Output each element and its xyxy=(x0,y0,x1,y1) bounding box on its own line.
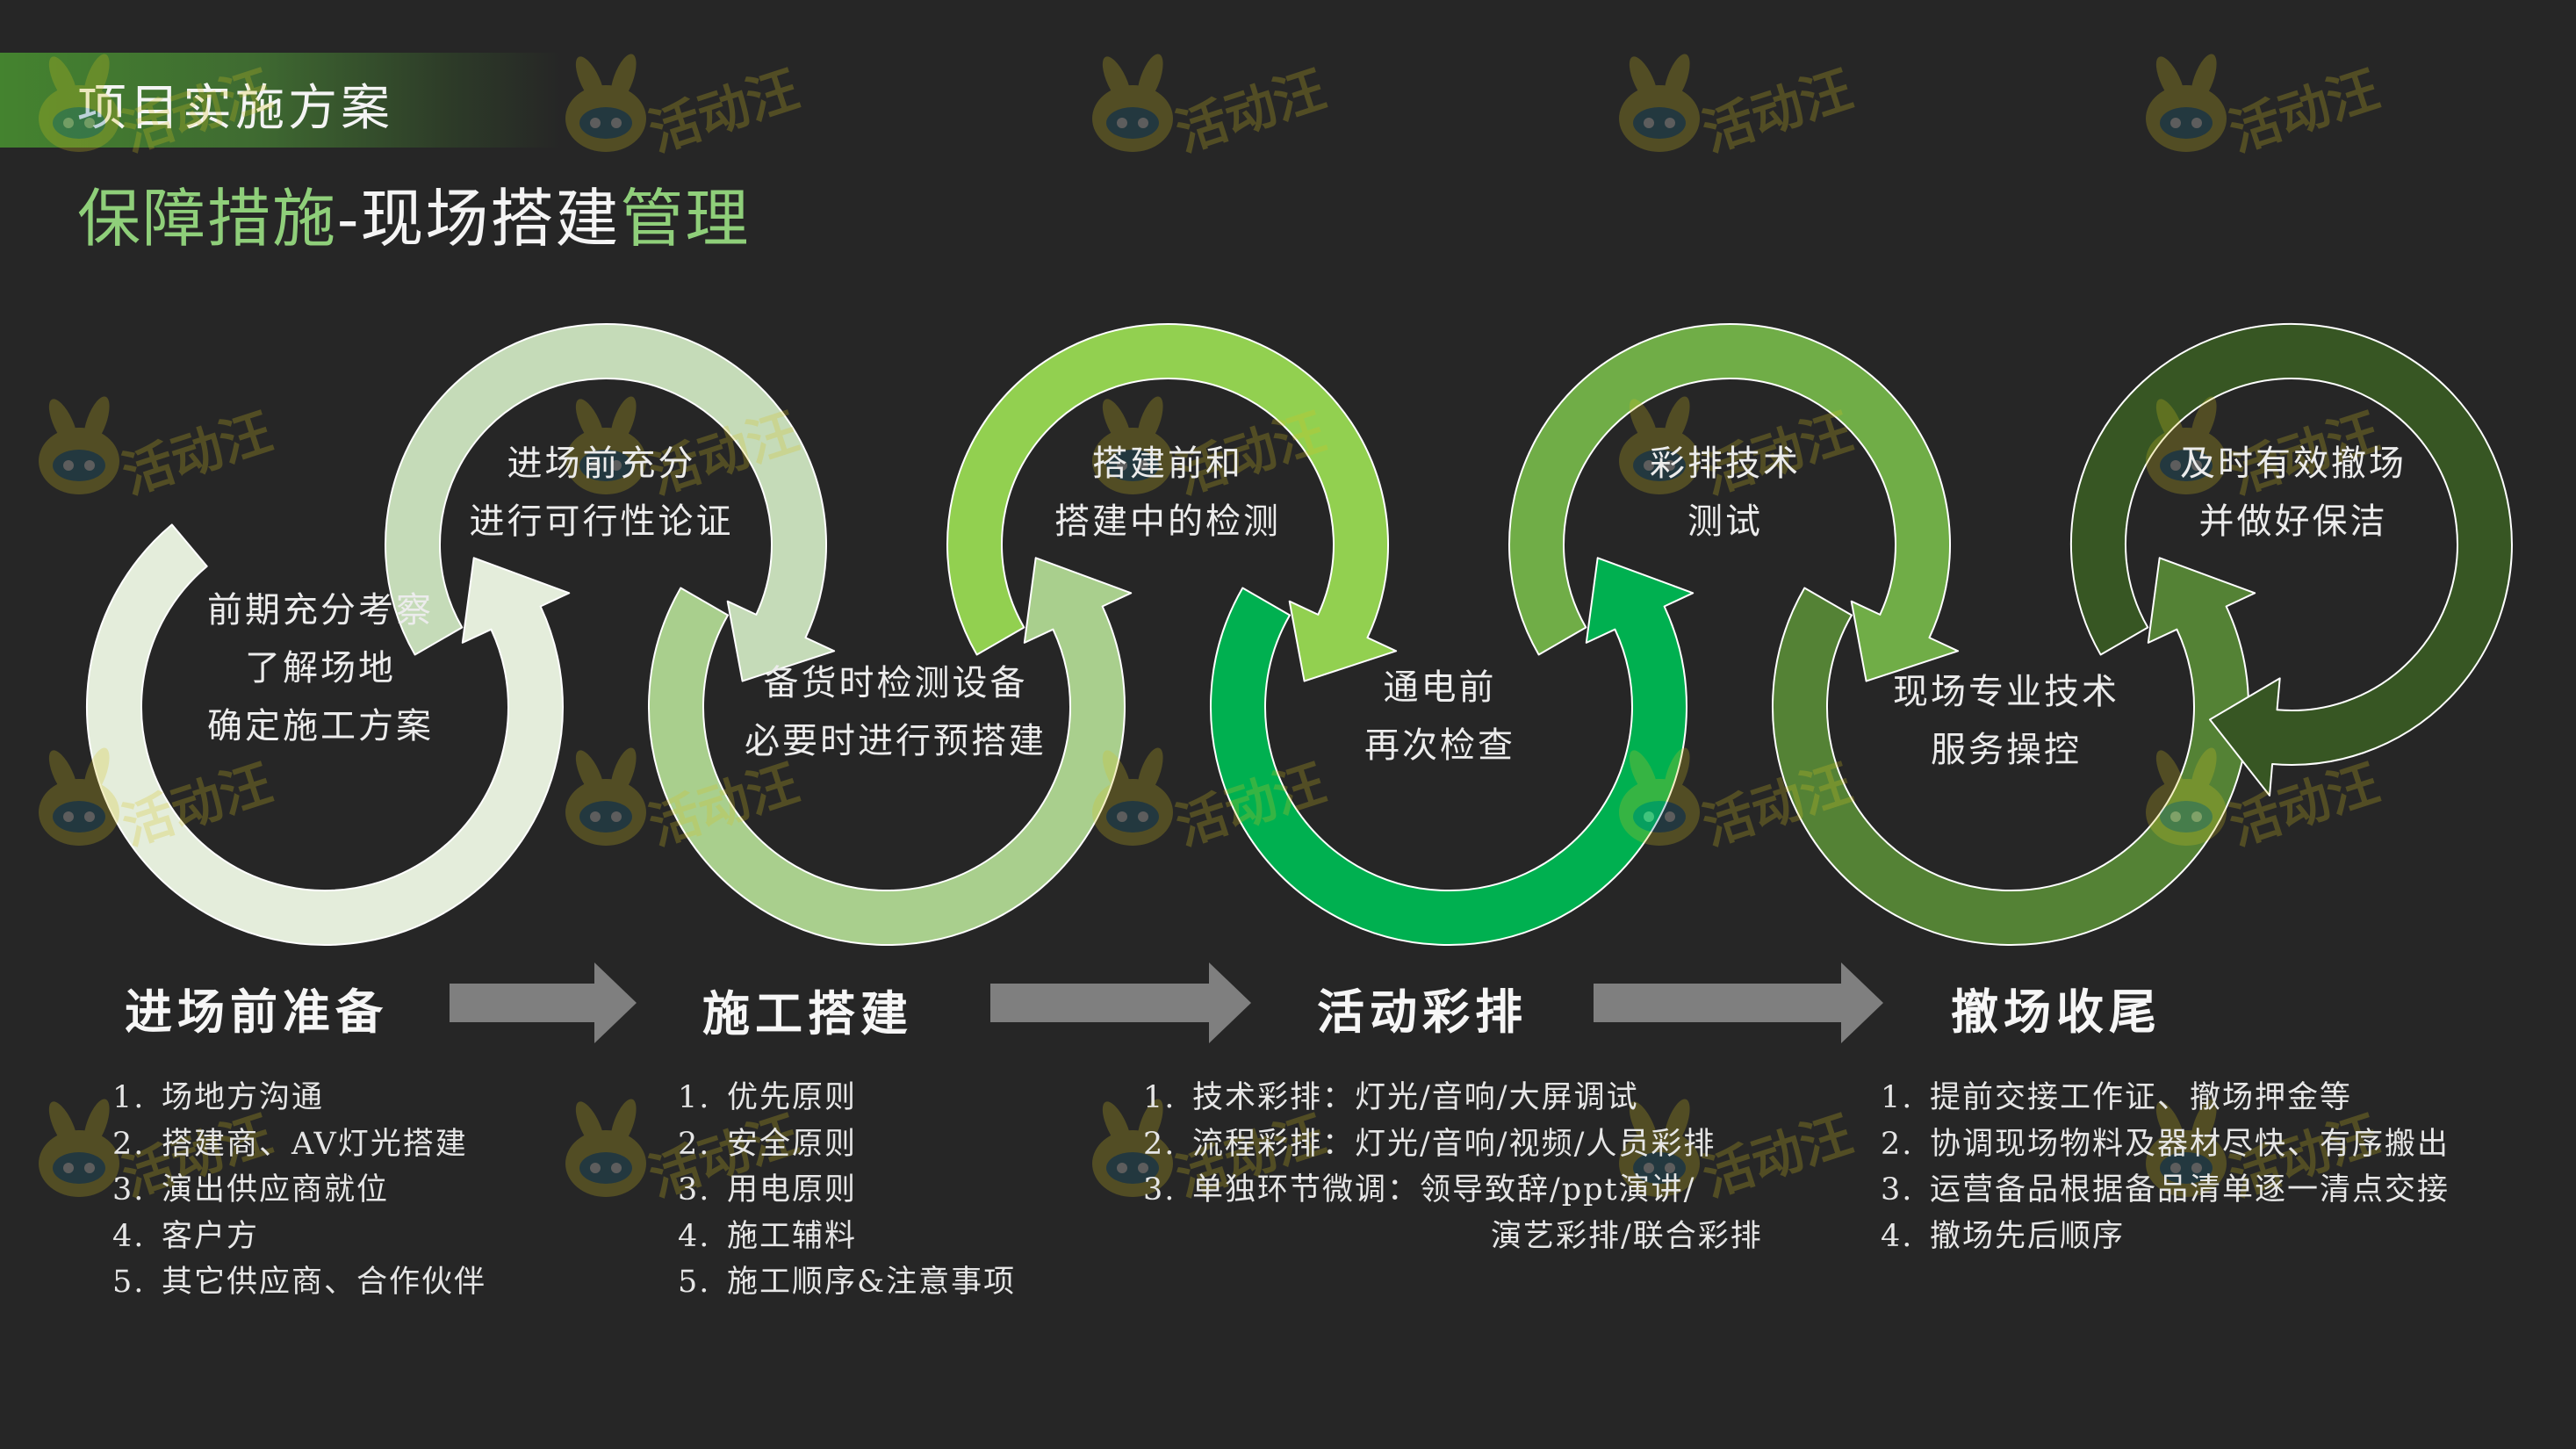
list-item: 2.协调现场物料及器材尽快、有序搬出 xyxy=(1881,1126,2450,1162)
node-label-line: 再次检查 xyxy=(1364,725,1515,766)
ring-arrow-tech-service xyxy=(1772,557,2256,947)
ring-arrow-power-check xyxy=(1210,557,1695,947)
stage-list-rehearsal: 1.技术彩排：灯光/音响/大屏调试 2.流程彩排：灯光/音响/视频/人员彩排 3… xyxy=(1143,1075,1763,1259)
node-label-line: 了解场地 xyxy=(245,648,396,688)
page-title: 保障措施-现场搭建管理 xyxy=(77,167,750,259)
ring-arrow-equipment-check xyxy=(648,557,1133,947)
node-label-line: 搭建前和 xyxy=(1092,443,1243,484)
list-item: 2.搭建商、AV灯光搭建 xyxy=(112,1126,468,1162)
node-label-line: 及时有效撤场 xyxy=(2180,443,2407,484)
node-label-line: 搭建中的检测 xyxy=(1054,501,1281,542)
stage-arrow-2 xyxy=(990,962,1251,1043)
watermark-logo xyxy=(1619,51,1860,163)
list-item: 5.其它供应商、合作伙伴 xyxy=(112,1265,487,1300)
list-item: 4.客户方 xyxy=(112,1218,260,1254)
ring-arrow-feasibility xyxy=(385,323,836,682)
ring-arrow-teardown xyxy=(2069,322,2513,797)
list-item: 2.安全原则 xyxy=(678,1126,858,1162)
list-item: 1.技术彩排：灯光/音响/大屏调试 xyxy=(1143,1080,1639,1115)
list-item: 1.优先原则 xyxy=(678,1080,858,1115)
stage-title-construction: 施工搭建 xyxy=(702,985,913,1042)
node-label-line: 必要时进行预搭建 xyxy=(745,721,1047,761)
stage-list-closing: 1.提前交接工作证、撤场押金等 2.协调现场物料及器材尽快、有序搬出 3.运营备… xyxy=(1881,1075,2450,1259)
stage-list-preparation: 1.场地方沟通 2.搭建商、AV灯光搭建 3.演出供应商就位 4.客户方 5.其… xyxy=(112,1075,486,1306)
node-label-line: 测试 xyxy=(1687,501,1763,542)
node-label-line: 进行可行性论证 xyxy=(470,501,734,542)
list-item: 2.流程彩排：灯光/音响/视频/人员彩排 xyxy=(1143,1126,1716,1162)
node-label-line: 备货时检测设备 xyxy=(764,663,1028,703)
watermark-logo xyxy=(39,51,279,163)
node-label-line: 通电前 xyxy=(1384,667,1497,708)
node-labels: 前期充分考察了解场地确定施工方案进场前充分进行可行性论证备货时检测设备必要时进行… xyxy=(207,443,2407,770)
watermark-logo xyxy=(39,745,279,857)
stage-arrows xyxy=(450,962,1883,1043)
list-item: 4.施工辅料 xyxy=(678,1218,858,1254)
stage-arrow-3 xyxy=(1594,962,1883,1043)
ring-arrow-tech-rehearsal xyxy=(1508,323,1960,682)
watermark-logo xyxy=(565,51,806,163)
node-label-line: 并做好保洁 xyxy=(2199,501,2388,542)
stage-list-construction: 1.优先原则 2.安全原则 3.用电原则 4.施工辅料 5.施工顺序&注意事项 xyxy=(678,1075,1016,1306)
list-item: 4.撤场先后顺序 xyxy=(1881,1218,2126,1254)
stage-title-preparation: 进场前准备 xyxy=(125,984,388,1040)
node-label-line: 进场前充分 xyxy=(507,443,696,484)
list-item: 1.场地方沟通 xyxy=(112,1080,325,1115)
stage-title-rehearsal: 活动彩排 xyxy=(1317,984,1528,1040)
page-title-part-3: 管理 xyxy=(620,182,751,256)
list-item: 3.单独环节微调：领导致辞/ppt演讲/演艺彩排/联合彩排 xyxy=(1143,1172,1763,1254)
watermark-logo xyxy=(1092,51,1333,163)
node-label-line: 服务操控 xyxy=(1931,730,2082,770)
list-item: 5.施工顺序&注意事项 xyxy=(678,1265,1017,1300)
list-item: 3.演出供应商就位 xyxy=(112,1172,390,1208)
list-item: 1.提前交接工作证、撤场押金等 xyxy=(1881,1080,2353,1115)
node-label-line: 前期充分考察 xyxy=(207,590,434,631)
list-item: 3.用电原则 xyxy=(678,1172,858,1208)
page-title-part-2: -现场搭建 xyxy=(337,182,621,256)
watermark-logo xyxy=(39,393,279,506)
page-title-part-1: 保障措施 xyxy=(77,182,338,256)
node-label-line: 彩排技术 xyxy=(1650,443,1801,484)
node-label-line: 确定施工方案 xyxy=(207,706,434,746)
list-item: 3.运营备品根据备品清单逐一清点交接 xyxy=(1881,1172,2450,1208)
stage-title-closing: 撤场收尾 xyxy=(1951,984,2162,1040)
node-label-line: 现场专业技术 xyxy=(1893,672,2119,712)
stage-arrow-1 xyxy=(450,962,637,1043)
watermark-logo xyxy=(2146,51,2386,163)
